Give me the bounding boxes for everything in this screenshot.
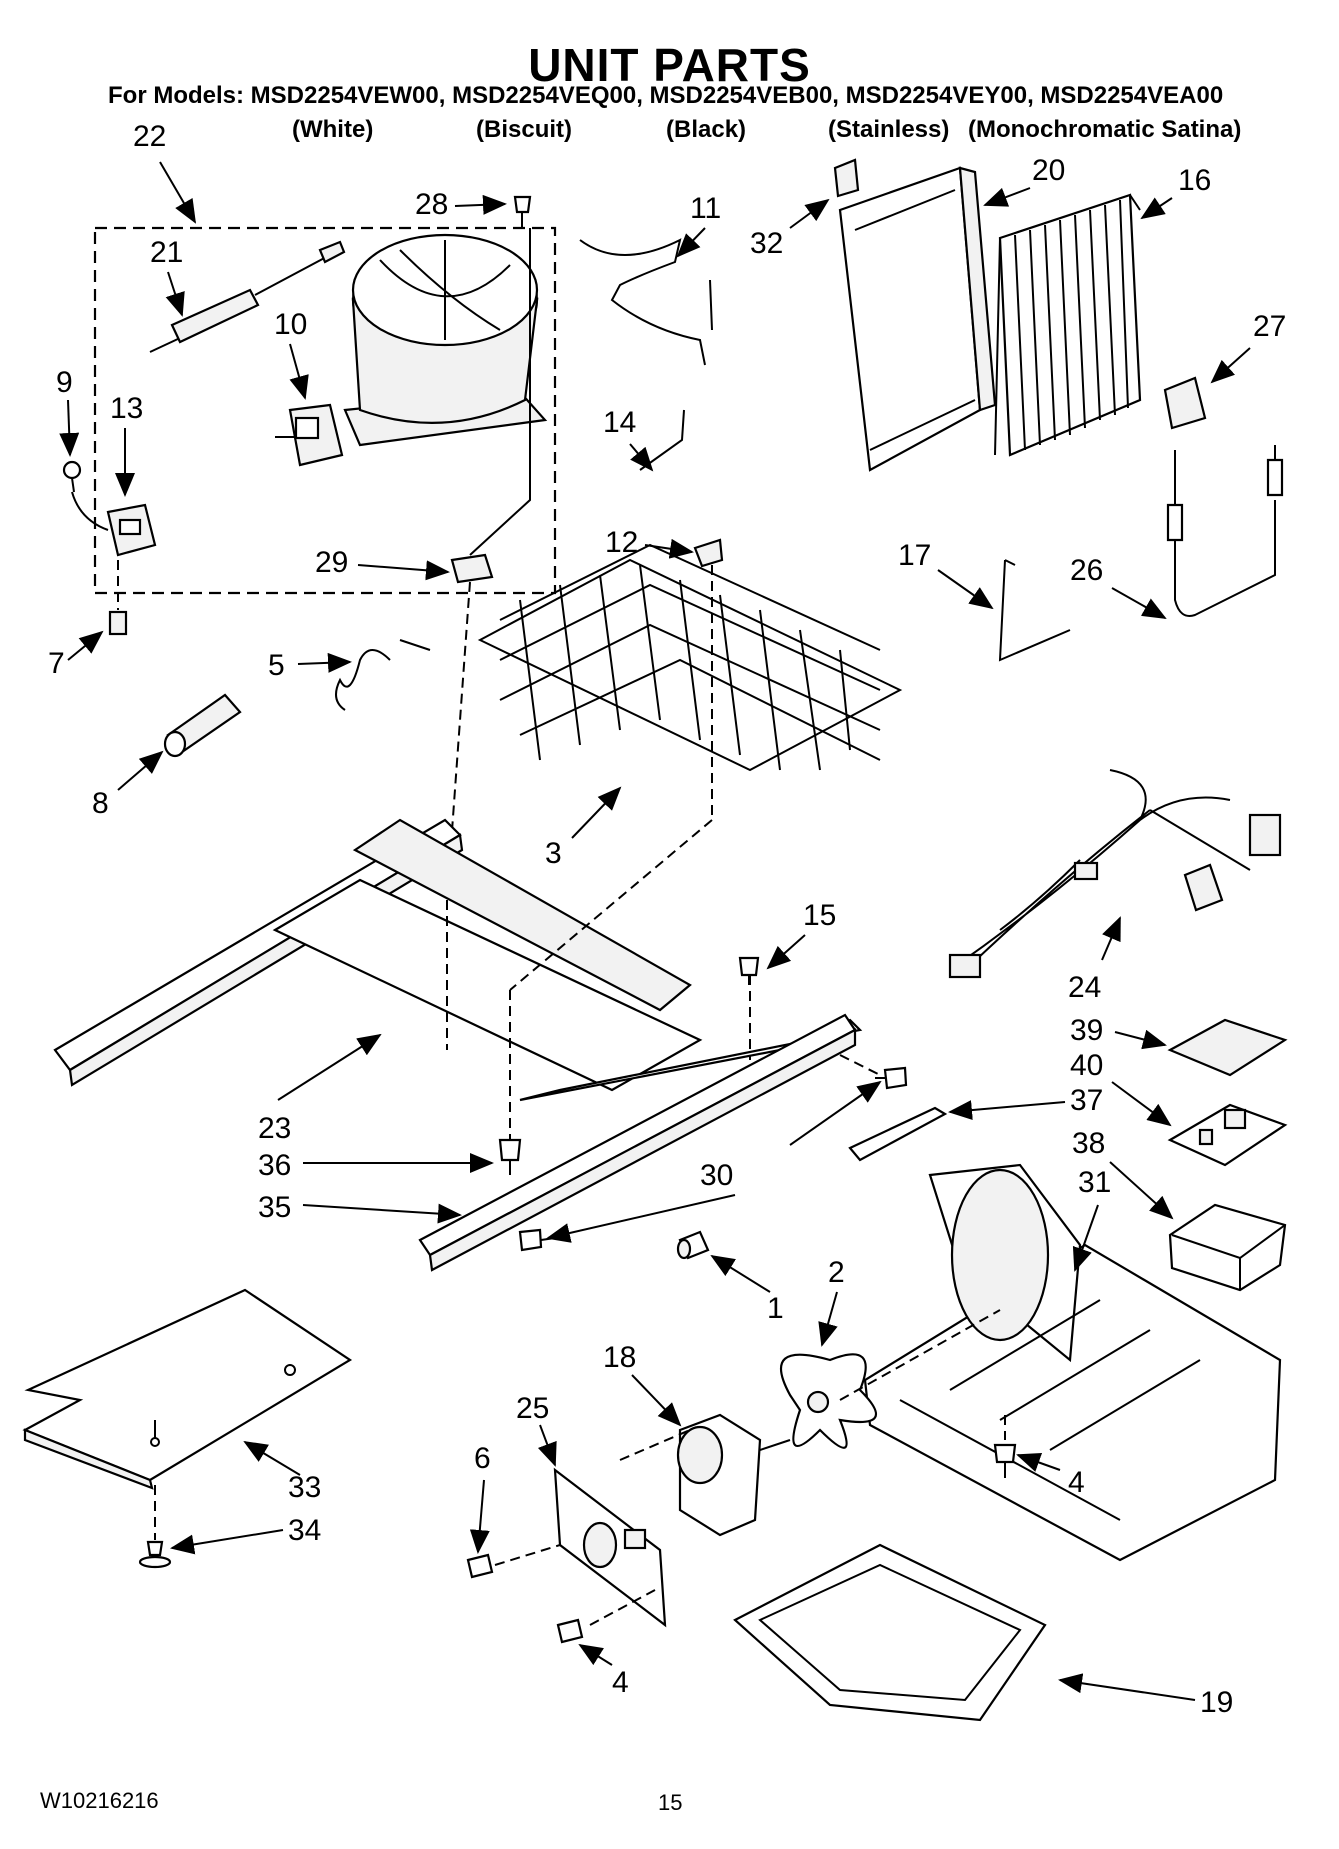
callout-4-left: 4 — [612, 1666, 629, 1699]
color-white: (White) — [292, 116, 374, 143]
callout-27: 27 — [1253, 310, 1286, 343]
callout-22: 22 — [133, 120, 166, 153]
screw-4-right — [993, 1443, 1017, 1478]
callout-15: 15 — [803, 899, 836, 932]
callout-35: 35 — [258, 1191, 291, 1224]
compressor-kit-box — [93, 226, 557, 595]
start-relay — [275, 403, 344, 467]
base-frame-rails — [53, 818, 863, 1102]
callout-26: 26 — [1070, 554, 1103, 587]
motor-bracket-25 — [553, 1467, 667, 1628]
condenser-shroud — [838, 166, 997, 472]
bracket-guide-line — [619, 1429, 691, 1461]
callout-37: 37 — [1070, 1084, 1103, 1117]
wire-harness — [948, 769, 1282, 979]
color-stainless: (Stainless) — [828, 116, 950, 143]
callout-3: 3 — [545, 837, 562, 870]
tube-14 — [639, 409, 685, 471]
callout-11: 11 — [690, 192, 721, 225]
callout-6: 6 — [474, 1442, 491, 1475]
page-title: UNIT PARTS — [528, 39, 811, 91]
control-box-38 — [1168, 1203, 1287, 1292]
wire-connector-7 — [108, 560, 128, 636]
drain-pan-19 — [733, 1543, 1047, 1722]
screw-34 — [138, 1540, 172, 1569]
screw-9 — [62, 460, 82, 493]
page-number: 15 — [658, 1790, 683, 1815]
screw-36 — [498, 1138, 522, 1175]
callout-31: 31 — [1078, 1166, 1111, 1199]
tube-26 — [1166, 445, 1284, 617]
callout-16: 16 — [1178, 164, 1211, 197]
evaporator — [477, 543, 903, 772]
condenser-coil — [994, 193, 1142, 457]
insulation-sleeve-8 — [163, 693, 242, 758]
models-line: For Models: MSD2254VEW00, MSD2254VEQ00, … — [108, 82, 1224, 109]
callout-12: 12 — [605, 526, 638, 559]
callout-2: 2 — [828, 1256, 845, 1289]
callout-5: 5 — [268, 649, 285, 682]
callout-1: 1 — [767, 1292, 784, 1325]
callout-30: 30 — [700, 1159, 733, 1192]
callout-19: 19 — [1200, 1686, 1233, 1719]
screw-4-left — [556, 1618, 584, 1644]
callout-21: 21 — [150, 236, 183, 269]
wire-5 — [335, 639, 431, 711]
clip-27 — [1163, 376, 1207, 430]
screw-30-left — [518, 1228, 556, 1252]
callout-14: 14 — [603, 406, 636, 439]
screw-4-left-guide-line — [589, 1589, 656, 1626]
fan-motor-18 — [676, 1413, 791, 1537]
fan-guide-line — [839, 1309, 1001, 1401]
filter-drier — [149, 240, 346, 353]
capacitor-13 — [71, 491, 157, 557]
rail-35 — [418, 1013, 857, 1272]
callout-8: 8 — [92, 787, 109, 820]
color-monochromatic-satina: (Monochromatic Satina) — [968, 116, 1242, 143]
fan-blade-2 — [779, 1353, 878, 1449]
screw-28 — [513, 195, 532, 228]
tube-11 — [579, 238, 713, 366]
compressor — [343, 233, 548, 447]
callout-23: 23 — [258, 1112, 291, 1145]
callout-38: 38 — [1072, 1127, 1105, 1160]
callout-28: 28 — [415, 188, 448, 221]
clip-32 — [833, 158, 860, 198]
callout-9: 9 — [56, 366, 73, 399]
document-number: W10216216 — [40, 1788, 159, 1813]
callout-39: 39 — [1070, 1014, 1103, 1047]
callout-36: 36 — [258, 1149, 291, 1182]
callout-29: 29 — [315, 546, 348, 579]
callout-7: 7 — [48, 647, 65, 680]
callout-34: 34 — [288, 1514, 321, 1547]
callout-33: 33 — [288, 1471, 321, 1504]
color-biscuit: (Biscuit) — [476, 116, 572, 143]
base-pan-31 — [863, 1163, 1282, 1562]
screw-30-guide-line — [839, 1054, 881, 1076]
cable-tie-37 — [848, 1106, 948, 1162]
control-board-40 — [1167, 1103, 1288, 1167]
callout-24: 24 — [1068, 971, 1101, 1004]
evaporator-guide-line — [509, 819, 713, 991]
callout-25: 25 — [516, 1392, 549, 1425]
screw-6 — [466, 1553, 494, 1579]
callout-10: 10 — [274, 308, 307, 341]
hanger-17 — [998, 559, 1071, 662]
clip-12 — [693, 538, 724, 568]
callout-40: 40 — [1070, 1049, 1103, 1082]
cover-panel-33 — [22, 1288, 353, 1490]
color-black: (Black) — [666, 116, 747, 143]
callout-17: 17 — [898, 539, 931, 572]
screw-15 — [738, 956, 760, 985]
callout-20: 20 — [1032, 154, 1065, 187]
screw-6-guide-line — [494, 1544, 561, 1566]
callout-32: 32 — [750, 227, 783, 260]
board-cover-39 — [1167, 1018, 1288, 1077]
callout-18: 18 — [603, 1341, 636, 1374]
callout-13: 13 — [110, 392, 143, 425]
screw-30-right — [875, 1066, 908, 1090]
callout-4-right: 4 — [1068, 1466, 1085, 1499]
part-1 — [676, 1230, 710, 1260]
